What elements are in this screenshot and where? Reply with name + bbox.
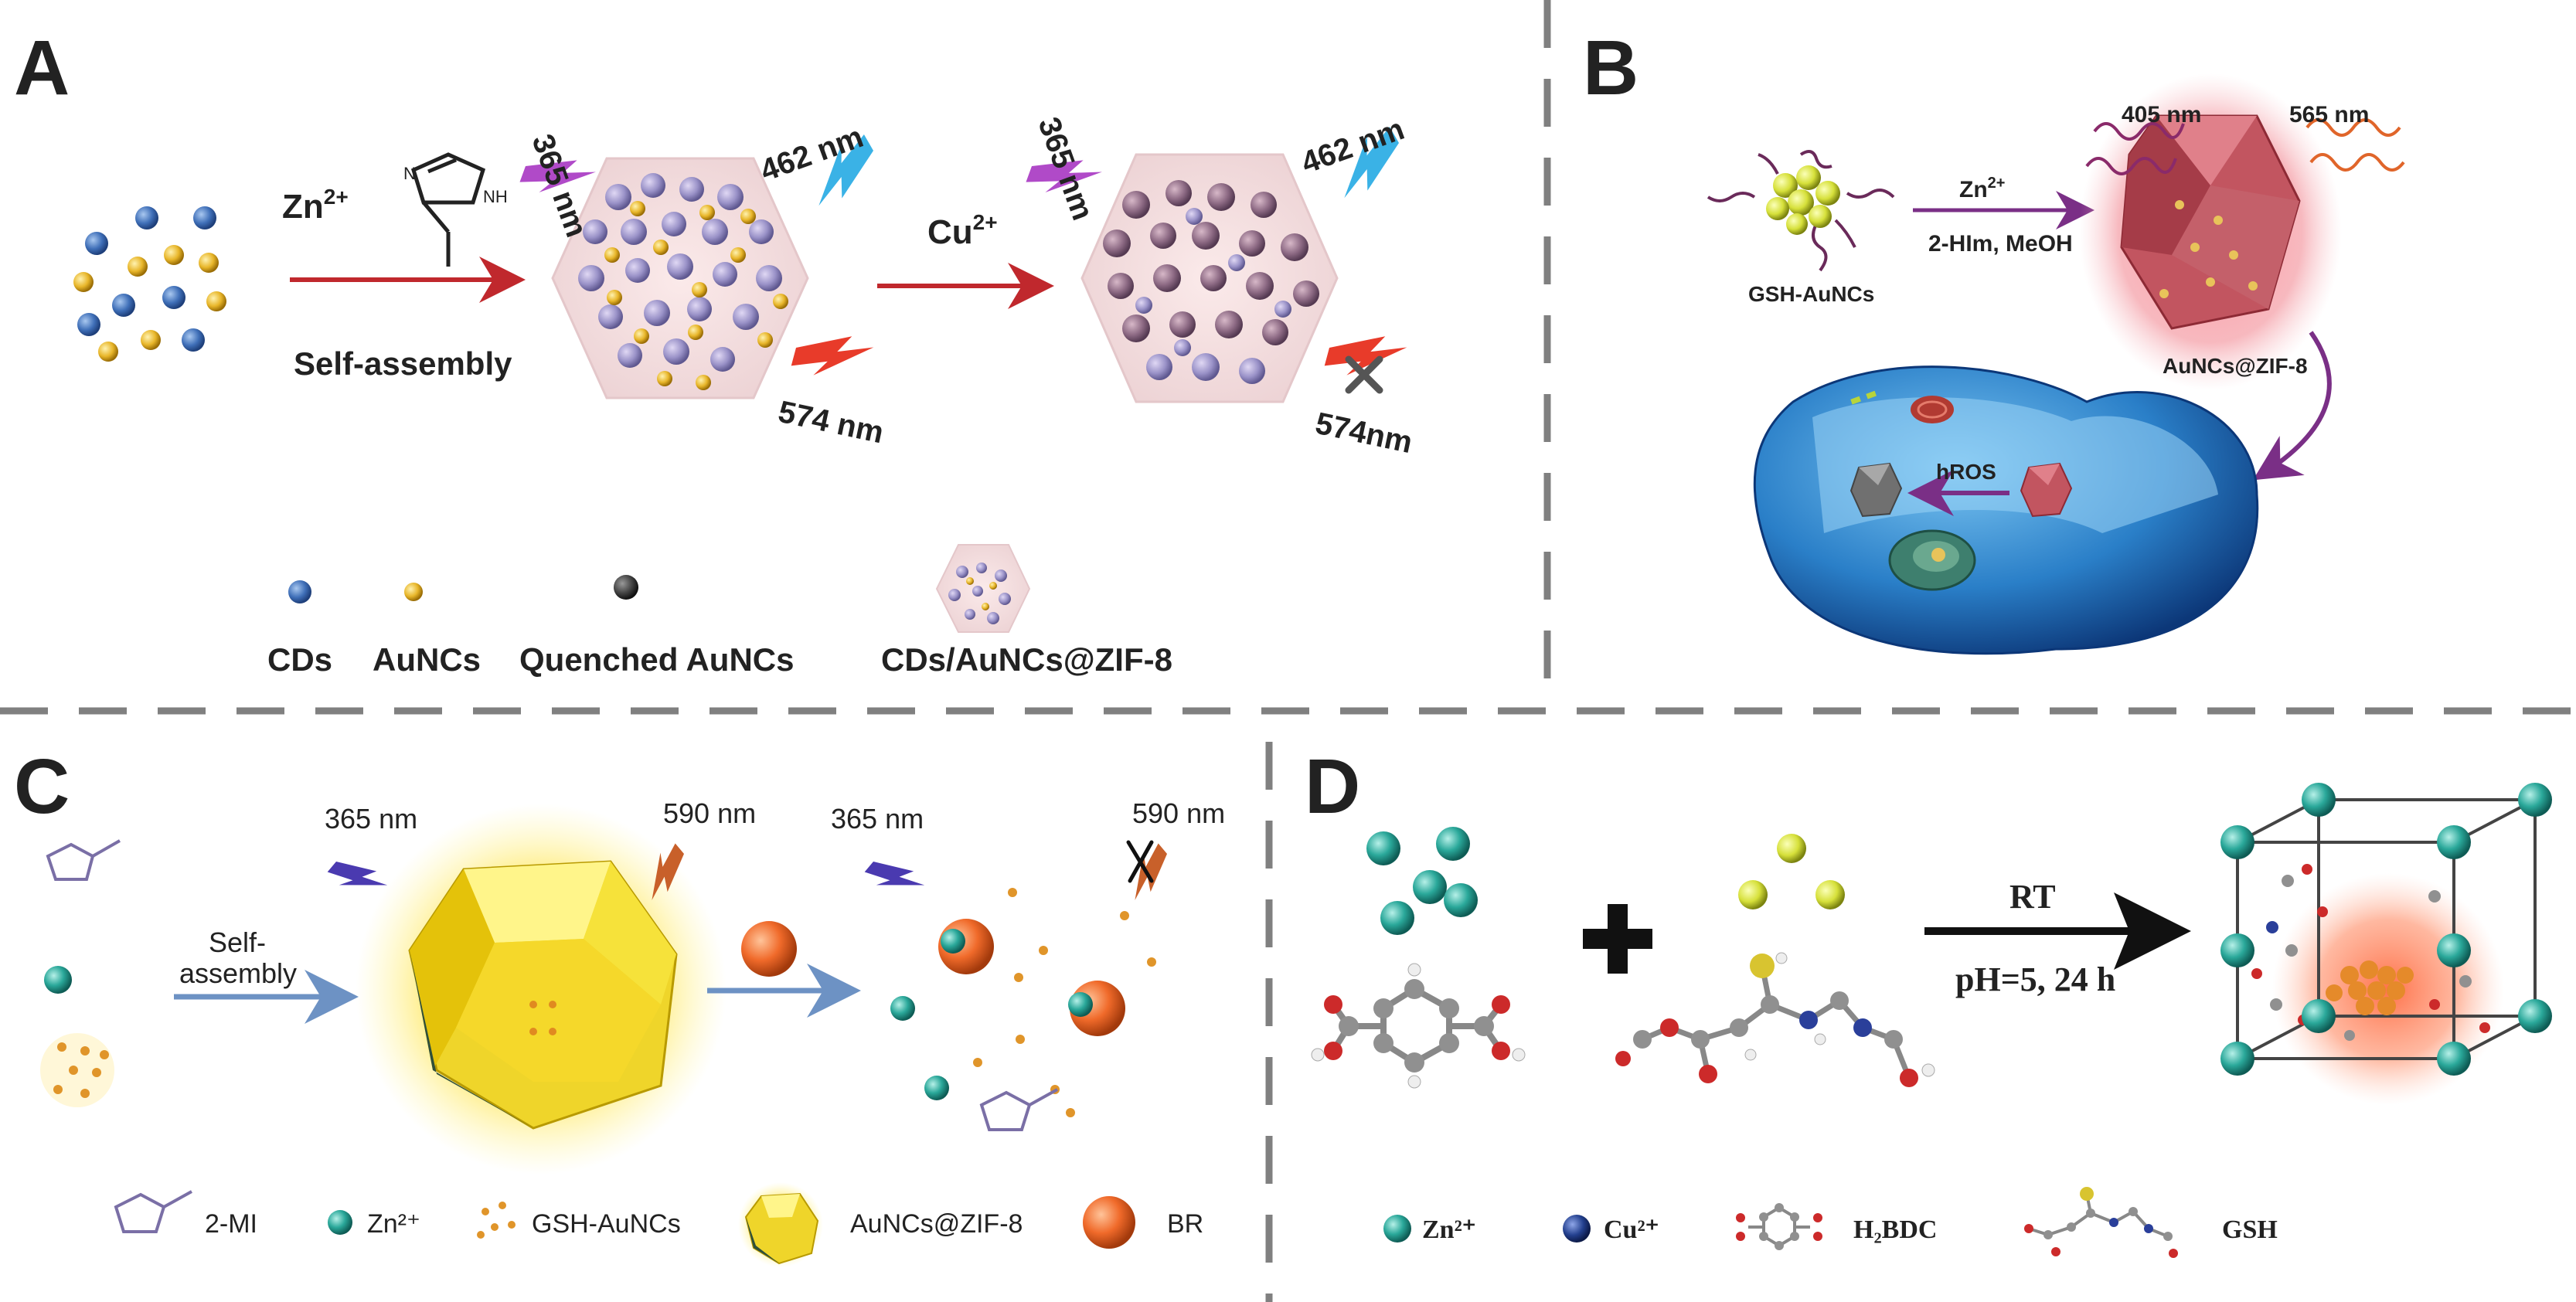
condition-bottom-d: pH=5, 24 h — [1955, 960, 2115, 998]
excitation-wave-b-2 — [2085, 157, 2177, 175]
legend-a-aunc-swatch — [404, 583, 423, 601]
legend-d-cu-swatch — [1563, 1215, 1591, 1243]
synthesis-conditions-b: 2-HIm, MeOH — [1928, 231, 2073, 257]
imidazole-nh-label: NH — [483, 187, 508, 206]
legend-d-gsh-swatch — [2024, 1187, 2178, 1258]
legend-d-h2bdc-swatch — [1736, 1203, 1822, 1250]
h2bdc-molecule-d — [1311, 963, 1526, 1089]
bilirubin-ball — [741, 921, 797, 977]
gsh-molecule-d — [1615, 952, 1935, 1087]
quench-cross-c-icon — [1126, 840, 1154, 883]
legend-c-crystal-swatch — [738, 1182, 823, 1267]
legend-d: Zn²⁺ Cu²⁺ H₂BDC — [1383, 1187, 2278, 1258]
nucleus-icon — [1888, 529, 1976, 591]
gsh-aunc-label: GSH-AuNCs — [1748, 282, 1874, 306]
gsh-aunc-dots-c — [40, 1033, 114, 1107]
legend-c-zn-label: Zn²⁺ — [367, 1209, 420, 1239]
zn-ion-cluster-d — [1366, 827, 1478, 935]
dissociated-products — [890, 888, 1156, 1131]
legend-c-br-label: BR — [1167, 1209, 1203, 1239]
panel-d: D — [1305, 743, 2552, 1258]
legend-d-h2bdc-label: H₂BDC — [1853, 1215, 1937, 1244]
legend-a-quenched-label: Quenched AuNCs — [519, 641, 794, 678]
legend-a-cd-swatch — [288, 580, 311, 603]
legend-d-zn-swatch — [1383, 1215, 1411, 1243]
zn-reagent-b-label: Zn2+ — [1959, 175, 2005, 202]
legend-d-gsh-label: GSH — [2222, 1215, 2278, 1244]
excitation-label-c1: 365 nm — [325, 803, 417, 835]
methylimidazole-icon-1 — [46, 839, 121, 881]
cu-reagent-label: Cu2+ — [927, 210, 998, 251]
excitation-label-a1: 365 nm — [526, 130, 594, 242]
hexagon-2-particles — [1103, 180, 1319, 384]
legend-c-crystal-label: AuNCs@ZIF-8 — [850, 1209, 1023, 1239]
legend-d-zn-label: Zn²⁺ — [1422, 1215, 1476, 1244]
panel-d-letter: D — [1305, 743, 1360, 830]
emission-label-blue-a2: 462 nm — [1297, 112, 1409, 180]
zn-ion-c — [44, 966, 72, 994]
zif8-crystal-b — [2120, 114, 2301, 330]
panel-c: C Self- assembly 365 nm — [14, 743, 1225, 1267]
uptake-arrow-curve — [2252, 331, 2332, 481]
legend-c-aunc-label: GSH-AuNCs — [532, 1209, 681, 1239]
excitation-label-b: 405 nm — [2122, 102, 2201, 127]
product-label-b: AuNCs@ZIF-8 — [2163, 354, 2308, 378]
quench-cross-icon — [1345, 355, 1383, 394]
lime-cluster-d — [1738, 834, 1845, 909]
imidazole-n-label: N — [403, 164, 416, 183]
panel-b-letter: B — [1583, 25, 1638, 111]
panel-c-letter: C — [14, 743, 70, 830]
emission-wave-b — [2305, 118, 2401, 137]
panel-a-letter: A — [14, 25, 70, 111]
panel-a: A Zn2+ N NH Self-assembly — [14, 25, 1415, 678]
emission-wave-b-2 — [2309, 153, 2405, 172]
gsh-aunc-cluster — [1707, 150, 1895, 272]
legend-a-composite-label: CDs/AuNCs@ZIF-8 — [881, 641, 1172, 678]
legend-c: 2-MI Zn²⁺ GSH-AuNCs AuNCs@ZIF-8 BR — [114, 1182, 1203, 1267]
legend-a-hexagon-swatch — [935, 544, 1031, 633]
emission-label-c2: 590 nm — [1132, 797, 1225, 829]
emission-bolt-red-a1 — [790, 323, 876, 389]
free-particle-cluster — [73, 206, 226, 362]
encapsulated-cluster — [2326, 960, 2414, 1015]
excitation-wave-b — [2093, 122, 2185, 141]
emission-label-red-a2: 574nm — [1312, 406, 1415, 460]
emission-label-c1: 590 nm — [663, 797, 756, 829]
excitation-label-c2: 365 nm — [831, 803, 924, 835]
legend-c-2mi-label: 2-MI — [205, 1209, 257, 1239]
ros-crystal-inside — [2020, 462, 2073, 518]
legend-a-quenched-swatch — [614, 575, 638, 600]
emission-label-red-a1: 574 nm — [775, 395, 886, 450]
grey-crystal — [1849, 462, 1903, 518]
zif8-crystal-c — [408, 860, 678, 1130]
self-assembly-label: Self-assembly — [294, 345, 512, 382]
condition-top-d: RT — [2009, 878, 2056, 916]
self-assembly-c-line1: Self- — [209, 926, 266, 958]
green-particles — [1850, 390, 1877, 405]
plus-sign — [1583, 904, 1652, 974]
legend-c-2mi-swatch — [114, 1190, 192, 1233]
legend-a-cd-label: CDs — [267, 641, 332, 678]
hexagon-1-particles — [578, 173, 788, 390]
legend-d-cu-label: Cu²⁺ — [1604, 1215, 1659, 1244]
excitation-bolt-c2 — [863, 847, 927, 909]
legend-c-br-swatch — [1083, 1196, 1135, 1249]
panel-b: B GSH-AuNCs Zn2+ 2-HIm, MeOH — [1583, 25, 2405, 655]
zn-reagent-label: Zn2+ — [282, 185, 349, 226]
legend-c-zn-swatch — [328, 1210, 352, 1235]
emission-label-b: 565 nm — [2289, 102, 2369, 127]
mof-cube-nodes — [2220, 783, 2552, 1076]
legend-a: CDs AuNCs Quenched AuNCs CDs/AuNCs@ZIF-8 — [267, 544, 1172, 678]
legend-c-aunc-swatch — [477, 1202, 516, 1239]
mitochondrion-icon — [1911, 396, 1954, 423]
legend-a-aunc-label: AuNCs — [373, 641, 481, 678]
imidazole-structure — [410, 152, 486, 267]
ros-label: hROS — [1936, 460, 1996, 484]
self-assembly-c-line2: assembly — [179, 957, 297, 989]
